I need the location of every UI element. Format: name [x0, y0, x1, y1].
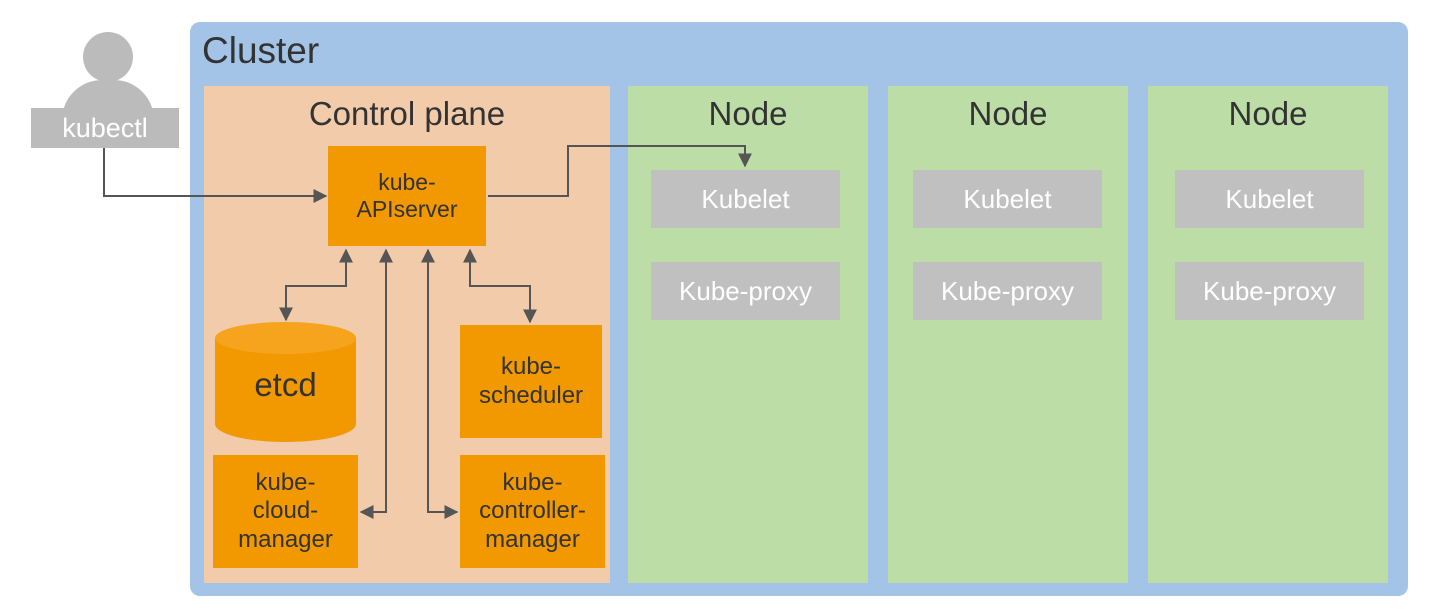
apiserver-etcd-arrow	[279, 248, 353, 322]
kubectl-label: kubectl	[31, 108, 179, 148]
cloud-manager-line2: cloud-	[252, 497, 319, 525]
kube-proxy-box: Kube-proxy	[1175, 262, 1364, 320]
kube-cloud-manager-box: kube- cloud- manager	[213, 455, 358, 568]
apiserver-scheduler-arrow	[463, 248, 537, 324]
node-title: Node	[968, 95, 1048, 132]
etcd-cylinder	[215, 322, 356, 442]
controller-manager-line2: controller-	[479, 497, 586, 525]
node-container	[888, 86, 1128, 583]
control-plane-title: Control plane	[308, 95, 506, 132]
apiserver-cloud-manager-arrow	[359, 248, 393, 519]
apiserver-to-kubelet-arrow	[488, 145, 752, 197]
scheduler-line2: scheduler	[478, 381, 584, 409]
kube-proxy-box: Kube-proxy	[913, 262, 1102, 320]
cluster-title: Cluster	[202, 30, 320, 71]
node-container	[1148, 86, 1388, 583]
kube-proxy-box: Kube-proxy	[651, 262, 840, 320]
kubectl-to-apiserver-arrow	[103, 148, 328, 203]
controller-manager-line3: manager	[485, 525, 580, 553]
etcd-label: etcd	[254, 366, 317, 403]
kubelet-box: Kubelet	[1175, 170, 1364, 228]
cloud-manager-line1: kube-	[255, 469, 316, 497]
node-container	[628, 86, 868, 583]
kubelet-box: Kubelet	[651, 170, 840, 228]
kube-apiserver-box: kube- APIserver	[328, 146, 486, 246]
kubelet-box: Kubelet	[913, 170, 1102, 228]
scheduler-line1: kube-	[500, 353, 562, 381]
apiserver-controller-manager-arrow	[421, 248, 459, 519]
controller-manager-line1: kube-	[502, 469, 563, 497]
apiserver-line1: kube-	[378, 168, 436, 195]
kube-scheduler-box: kube- scheduler	[460, 325, 602, 438]
apiserver-line2: APIserver	[356, 196, 458, 222]
node-title: Node	[1228, 95, 1308, 132]
cloud-manager-line3: manager	[238, 525, 333, 553]
person-icon-head	[83, 32, 133, 82]
node-title: Node	[708, 95, 788, 132]
kube-controller-manager-box: kube- controller- manager	[460, 455, 605, 568]
